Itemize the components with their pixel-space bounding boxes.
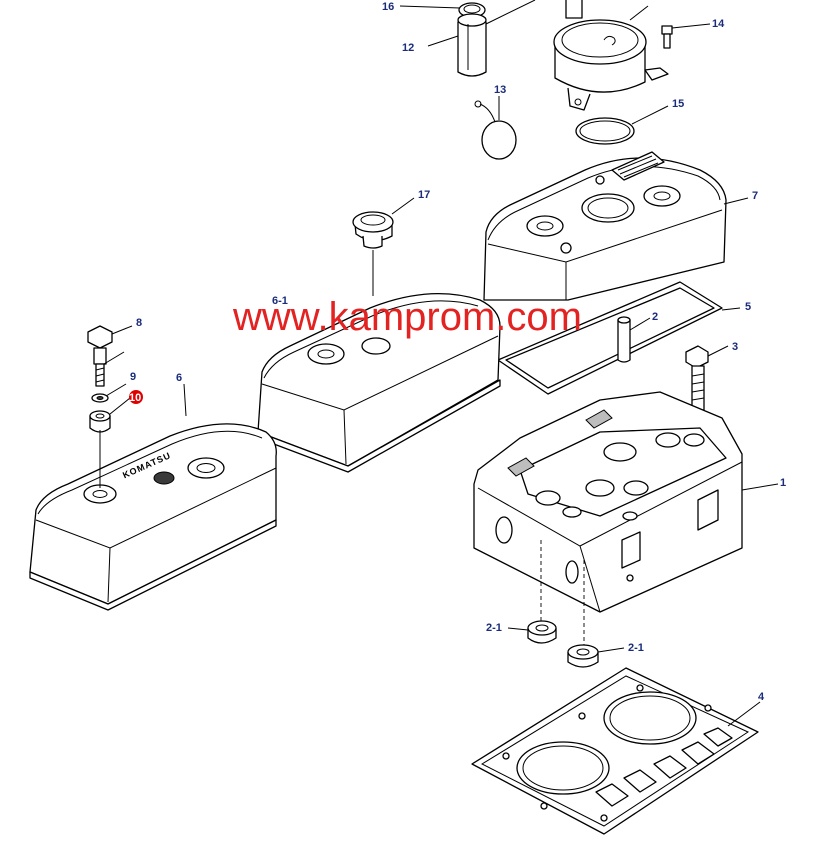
callout-9: 9 (130, 371, 136, 383)
callout-14: 14 (712, 18, 725, 30)
callout-12: 12 (402, 42, 414, 54)
callout-2-1-b: 2-1 (628, 642, 644, 654)
callout-16: 16 (382, 1, 394, 13)
callout-1: 1 (780, 477, 786, 489)
callout-4: 4 (758, 691, 765, 703)
part-4-head-gasket (471, 667, 759, 835)
part-1-cylinder-head (473, 391, 743, 613)
callout-5: 5 (745, 301, 751, 313)
part-3-bolt (685, 345, 709, 411)
part-6-rocker-cover: KOMATSU (29, 423, 277, 611)
part-6-1-rocker-cover (257, 293, 501, 473)
part-12-tube (457, 13, 487, 77)
callout-2-1-a: 2-1 (486, 622, 502, 634)
breather-housing (553, 0, 669, 111)
part-13-seal (474, 100, 517, 160)
part-9-washer (91, 393, 109, 403)
part-8-bolt (87, 325, 113, 387)
callout-13: 13 (494, 84, 506, 96)
watermark-text: www.kamprom.com (233, 295, 582, 339)
part-5-gasket (497, 281, 723, 395)
part-16-cap (458, 2, 486, 18)
part-14-bolt (661, 25, 673, 49)
leader-lines (99, 0, 779, 727)
callout-6-1: 6-1 (272, 295, 288, 307)
part-2-pin (617, 316, 631, 363)
part-17-filler-cap (352, 211, 394, 249)
callout-10-highlight (129, 390, 143, 404)
part-2-1-ring-b (567, 644, 599, 668)
part-10-grommet (89, 410, 111, 433)
callout-7: 7 (752, 190, 758, 202)
part-15-oring (575, 117, 635, 145)
part-2-1-ring-a (527, 620, 557, 644)
callout-17: 17 (418, 189, 430, 201)
callout-3: 3 (732, 341, 738, 353)
part-7-rocker-cover (483, 151, 727, 301)
callout-2: 2 (652, 311, 658, 323)
callout-6: 6 (176, 372, 182, 384)
callout-8: 8 (136, 317, 142, 329)
callout-10: 10 (129, 392, 141, 404)
callout-15: 15 (672, 98, 684, 110)
